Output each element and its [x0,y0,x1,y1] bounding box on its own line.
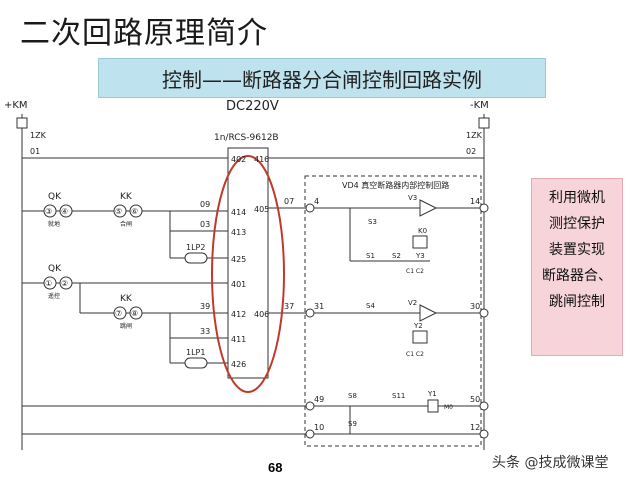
s2-label: S2 [392,252,401,260]
watermark: 头条 @技成微课堂 [492,455,609,471]
side-note-box: 利用微机 测控保护 装置实现 断路器合、 跳闸控制 [531,178,623,356]
qk2-label: QK [48,264,62,274]
terminal-14: 14 [470,197,480,206]
page-title: 二次回路原理简介 [20,16,268,51]
kk2-label: KK [120,294,133,304]
control-circuit-diagram: +KM -KM DC220V 1ZK 1ZK 01 02 1n/RCS-9612… [4,99,490,450]
terminal-4: 4 [314,197,319,206]
side-note-line: 断路器合、 [542,268,612,284]
terminal-425: 425 [231,255,246,264]
wire-33-label: 33 [200,327,210,336]
side-note-line: 测控保护 [549,216,605,232]
qk1-contact-b: ④ [61,207,68,216]
wire-02-label: 02 [466,147,476,156]
c1c2-label-b: C1 C2 [406,351,424,358]
wire-03-label: 03 [200,220,210,229]
terminal-10: 10 [314,423,324,432]
qk2-contact-a: ① [45,279,52,288]
terminal-411: 411 [231,335,246,344]
qk1-contact-a: ③ [45,207,52,216]
s1-label: S1 [366,252,375,260]
wire-07-label: 07 [284,197,294,206]
page-number: 68 [268,460,283,475]
terminal-30: 30 [470,302,480,311]
k0-label: K0 [418,227,427,235]
kk2-contact-a: ⑦ [115,309,122,318]
side-note-line: 跳闸控制 [549,294,605,310]
bus-right-label: -KM [470,100,489,111]
side-note-line: 利用微机 [549,190,605,206]
device-highlight [211,155,285,393]
qk2-contact-b: ② [61,279,68,288]
fuse-left-label: 1ZK [30,131,47,140]
m0-label: M0 [444,404,453,411]
terminal-412: 412 [231,310,246,319]
v2-label: V2 [408,299,417,307]
kk2-contact-b: ⑧ [131,309,138,318]
s9-label: S9 [348,420,357,428]
wire-01-label: 01 [30,147,40,156]
v3-label: V3 [408,194,417,202]
terminal-49: 49 [314,395,324,404]
terminal-406: 406 [254,310,269,319]
c1c2-label-a: C1 C2 [406,268,424,275]
terminal-405: 405 [254,205,269,214]
s4-label: S4 [366,302,375,310]
wire-39-label: 39 [200,302,210,311]
kk1-note: 合闸 [120,220,132,228]
terminal-414: 414 [231,208,246,217]
wire-09-label: 09 [200,200,210,209]
kk2-note: 跳闸 [120,322,132,330]
terminal-50: 50 [470,395,480,404]
kk1-contact-a: ⑤ [115,207,122,216]
lp-close-label: 1LP2 [186,243,205,252]
qk1-label: QK [48,192,62,202]
terminal-413: 413 [231,228,246,237]
section-banner: 控制——断路器分合闸控制回路实例 [98,58,546,98]
terminal-402: 402 [231,155,246,164]
kk1-label: KK [120,192,133,202]
terminal-416: 416 [254,155,269,164]
y3-label: Y3 [415,252,425,260]
bus-left-label: +KM [4,100,28,111]
s3-label: S3 [368,218,377,226]
y2-label: Y2 [413,322,423,330]
fuse-right-label: 1ZK [466,131,483,140]
terminal-401: 401 [231,280,246,289]
lp-trip-label: 1LP1 [186,348,205,357]
terminal-426: 426 [231,360,246,369]
device-label: 1n/RCS-9612B [214,133,279,143]
s8-label: S8 [348,392,357,400]
wire-37-label: 37 [284,302,294,311]
side-note-line: 装置实现 [549,242,605,258]
terminal-12: 12 [470,423,480,432]
y1-label: Y1 [427,390,437,398]
supply-label: DC220V [226,99,279,114]
terminal-31: 31 [314,302,324,311]
kk1-contact-b: ⑥ [131,207,138,216]
vd4-title: VD4 真空断路器内部控制回路 [342,180,449,190]
qk1-note: 就地 [48,220,60,228]
s11-label: S11 [392,392,405,400]
qk2-note: 遥控 [48,292,60,300]
